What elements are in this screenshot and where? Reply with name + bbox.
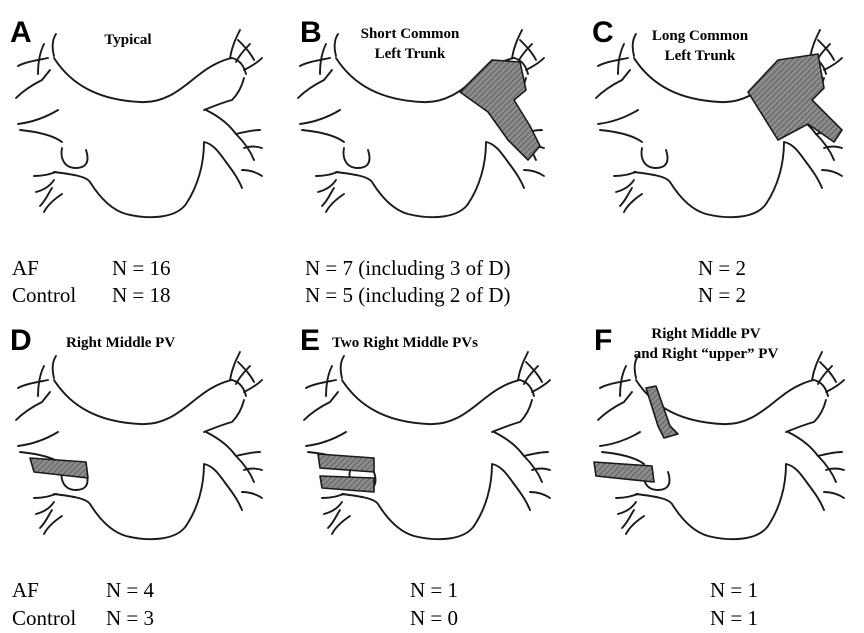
- two-right-middle-pvs-shading-lower: [320, 476, 374, 492]
- panel-f: F Right Middle PV and Right “upper” PV N…: [594, 324, 844, 630]
- panel-c-af-count: N = 2: [698, 256, 746, 280]
- panel-b-af-count: N = 7 (including 3 of D): [305, 256, 510, 280]
- panel-b-title-line2: Left Trunk: [375, 46, 446, 62]
- panel-e-letter: E: [300, 324, 320, 357]
- panel-f-control-count: N = 1: [710, 606, 758, 630]
- short-common-left-trunk-shading: [460, 60, 540, 160]
- panel-d-atrium-drawing: [16, 352, 262, 539]
- row-bottom-af-label: AF: [12, 578, 39, 602]
- panel-c-letter: C: [592, 16, 614, 49]
- panel-a-control-count: N = 18: [112, 283, 171, 307]
- panel-b-letter: B: [300, 16, 322, 49]
- panel-a-letter: A: [10, 16, 32, 49]
- panel-c-title-line2: Left Trunk: [665, 48, 736, 64]
- panel-a: A Typical AF Control N = 16 N = 18: [10, 16, 262, 307]
- panel-c-title-line1: Long Common: [652, 28, 749, 44]
- panel-e-atrium-drawing: [304, 352, 550, 539]
- panel-d-af-count: N = 4: [106, 578, 155, 602]
- row-top-control-label: Control: [12, 283, 76, 307]
- panel-f-title-line2: and Right “upper” PV: [634, 346, 779, 362]
- two-right-middle-pvs-shading-upper: [318, 454, 374, 472]
- panel-b-title-line1: Short Common: [361, 26, 460, 42]
- right-middle-pv-shading: [594, 462, 654, 482]
- panel-f-af-count: N = 1: [710, 578, 758, 602]
- panel-e: E Two Right Middle PVs N = 1 N = 0: [300, 324, 550, 630]
- panel-d-title: Right Middle PV: [66, 335, 175, 351]
- panel-d: D Right Middle PV AF Control N = 4 N = 3: [10, 324, 262, 630]
- panel-c: C Long Common Left Trunk N = 2 N = 2: [592, 16, 842, 307]
- panel-e-af-count: N = 1: [410, 578, 458, 602]
- panel-f-title-line1: Right Middle PV: [651, 326, 760, 342]
- panel-c-control-count: N = 2: [698, 283, 746, 307]
- row-bottom-control-label: Control: [12, 606, 76, 630]
- panel-a-af-count: N = 16: [112, 256, 171, 280]
- panel-f-atrium-drawing: [594, 352, 844, 539]
- right-middle-pv-shading: [30, 458, 88, 478]
- panel-a-title: Typical: [104, 32, 151, 48]
- panel-d-control-count: N = 3: [106, 606, 154, 630]
- panel-d-letter: D: [10, 324, 32, 357]
- panel-b: B Short Common Left Trunk N = 7 (includi…: [298, 16, 544, 307]
- panel-a-atrium-drawing: [16, 30, 262, 217]
- panel-f-letter: F: [594, 324, 612, 357]
- panel-e-control-count: N = 0: [410, 606, 458, 630]
- panel-b-control-count: N = 5 (including 2 of D): [305, 283, 510, 307]
- row-top-af-label: AF: [12, 256, 39, 280]
- panel-e-title: Two Right Middle PVs: [332, 335, 478, 351]
